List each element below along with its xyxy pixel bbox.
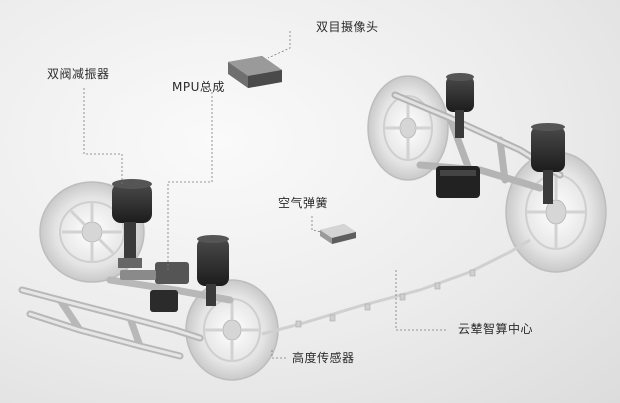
- rear-left-air-spring: [446, 73, 474, 138]
- leader-lines: [83, 31, 448, 359]
- mpu-module: [228, 56, 282, 88]
- label-air-spring: 空气弹簧: [278, 196, 329, 210]
- compressor-module: [320, 224, 356, 244]
- label-dual-valve-damper: 双阀减振器: [47, 67, 110, 81]
- front-motor-unit: [120, 262, 189, 312]
- label-height-sensor: 高度传感器: [292, 351, 355, 365]
- rear-right-air-spring: [531, 123, 565, 204]
- label-stereo-camera: 双目摄像头: [316, 20, 379, 34]
- front-left-air-spring: [112, 179, 152, 268]
- rear-motor-unit: [436, 166, 480, 198]
- label-mpu: MPU总成: [172, 80, 225, 94]
- label-yunnian-hub: 云辇智算中心: [458, 322, 534, 336]
- cable-clips: [295, 269, 476, 328]
- front-subframe-inner: [20, 288, 202, 358]
- rear-left-wheel: [367, 75, 449, 181]
- front-right-air-spring: [197, 235, 229, 306]
